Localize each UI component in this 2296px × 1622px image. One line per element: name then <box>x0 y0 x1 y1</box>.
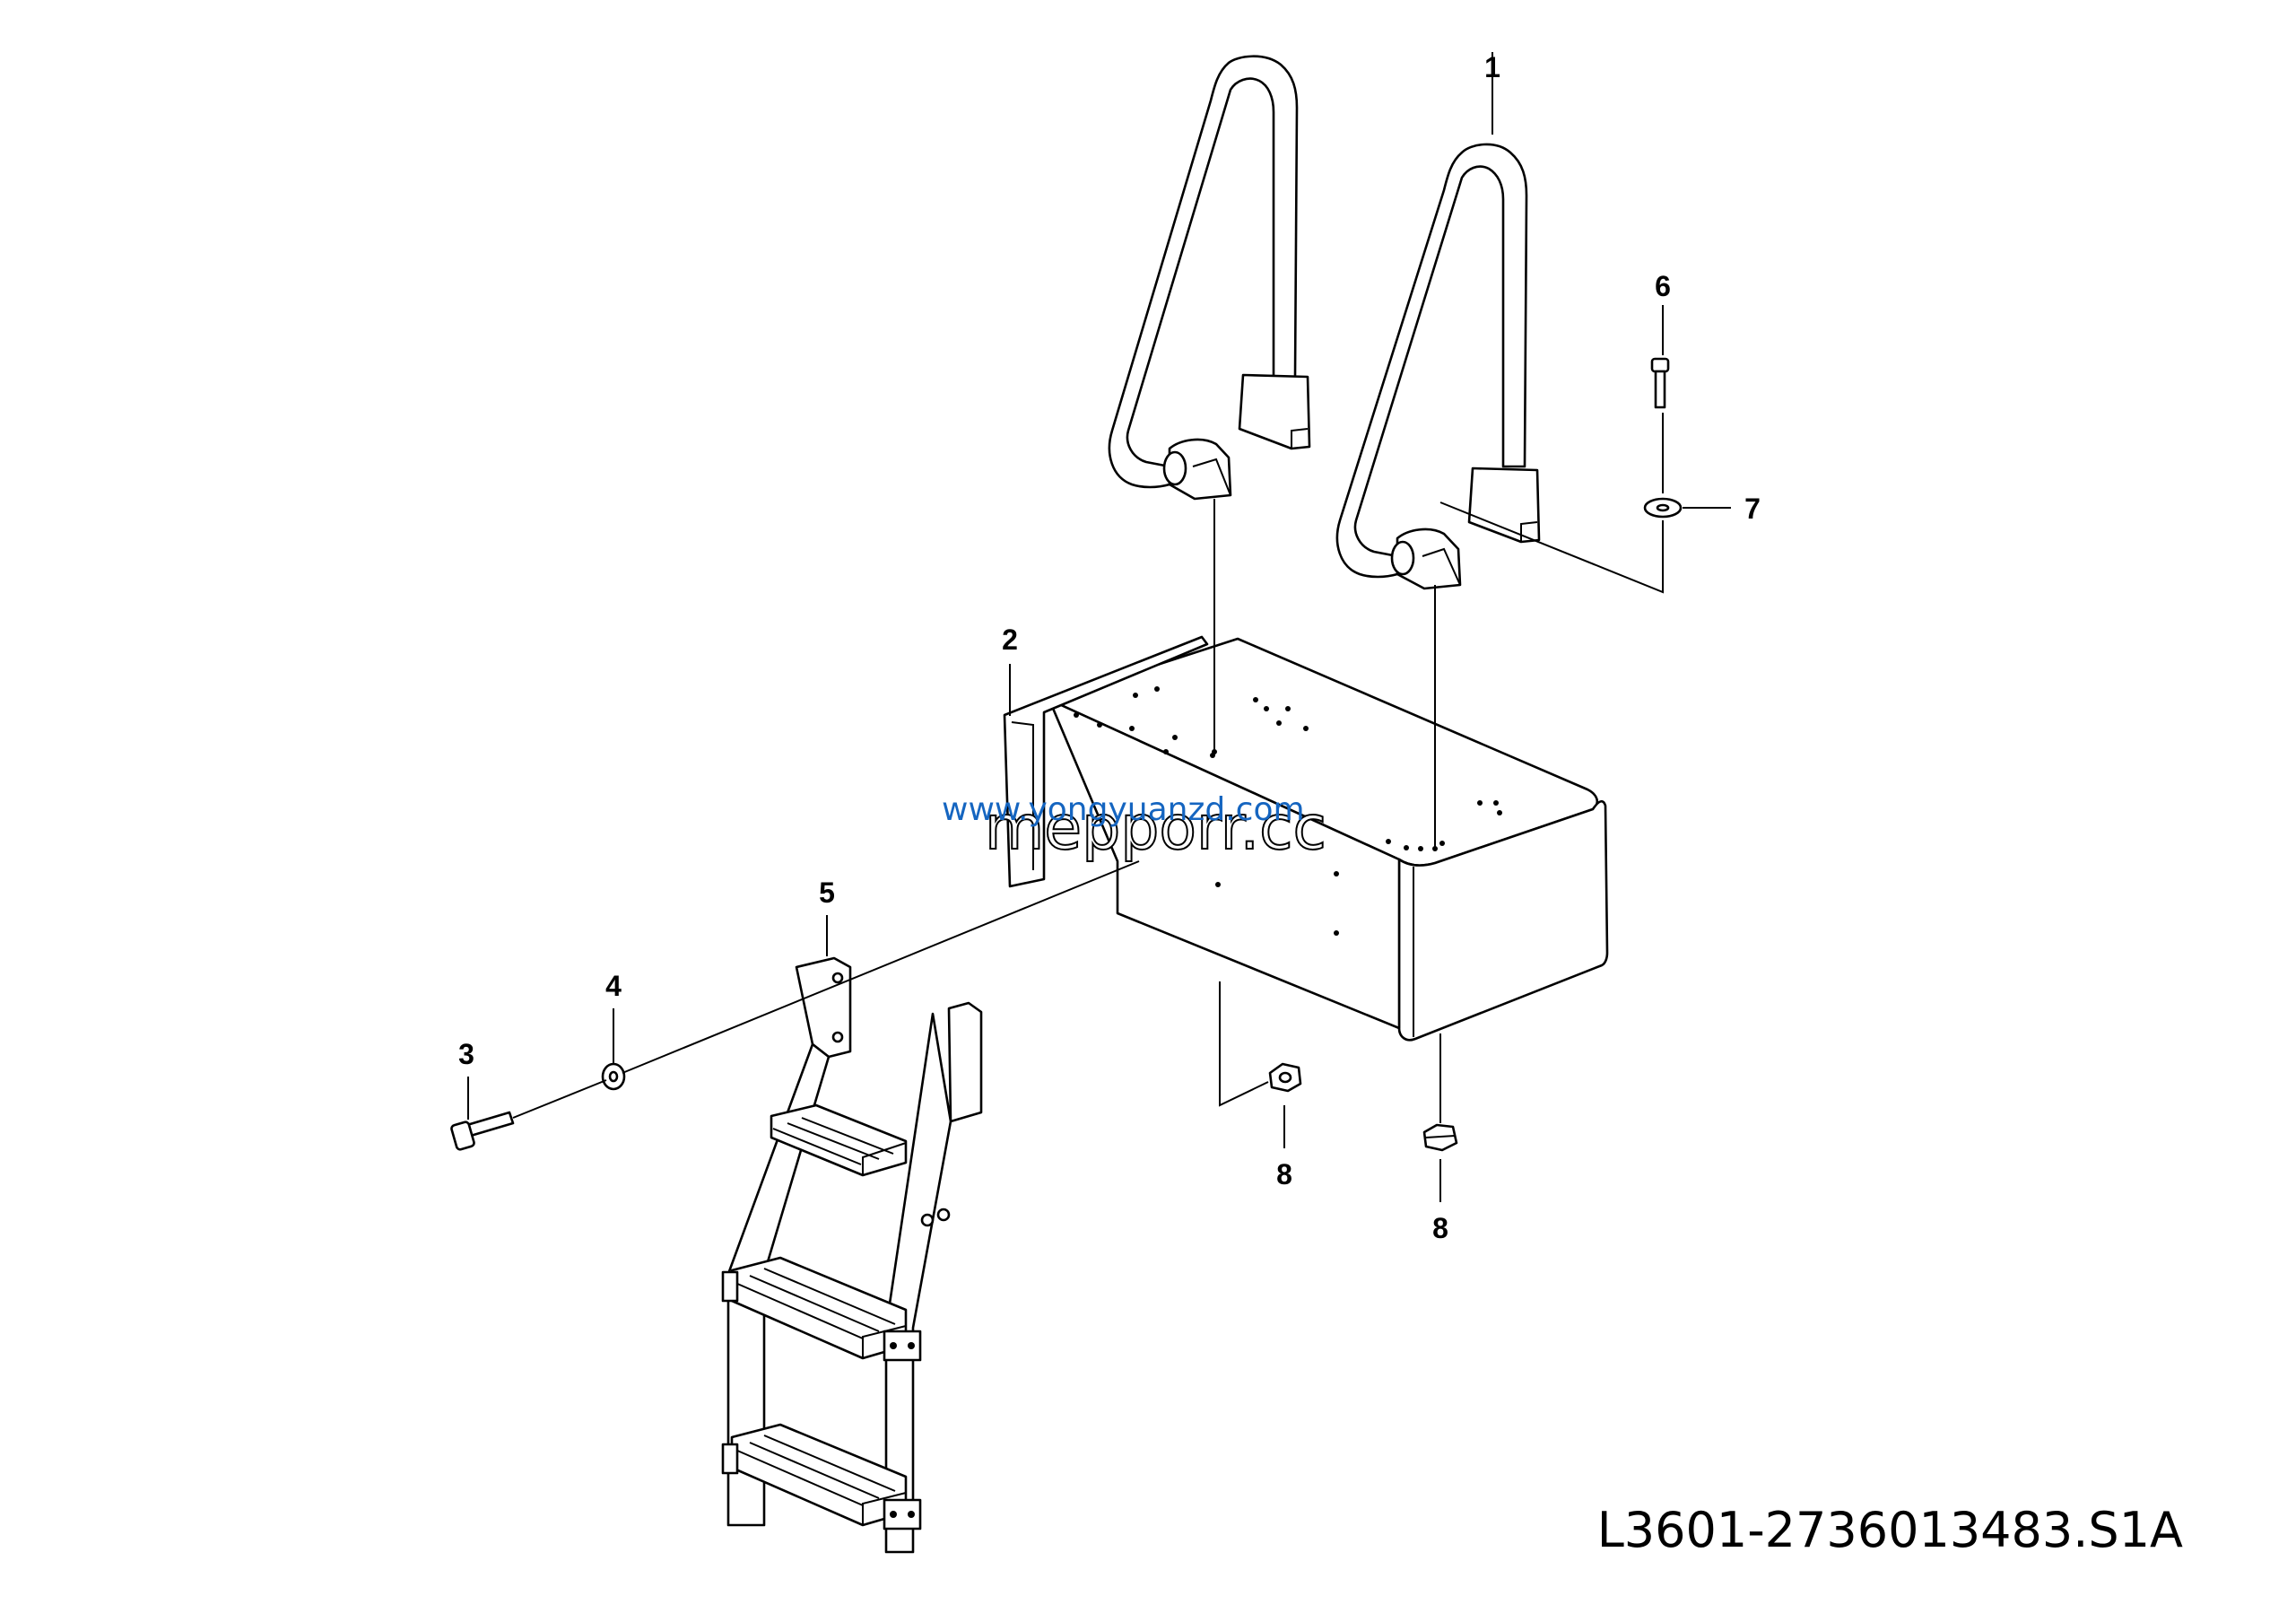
leader-lines <box>467 52 1731 1202</box>
callout-6: 6 <box>1655 270 1671 302</box>
callout-8-right: 8 <box>1432 1212 1448 1244</box>
nut-8-left <box>1268 1062 1302 1093</box>
handrail-right <box>1335 143 1541 590</box>
mounting-holes <box>1074 686 1502 936</box>
washer-4 <box>601 1062 626 1091</box>
callout-7: 7 <box>1744 493 1761 525</box>
callout-3: 3 <box>458 1038 474 1070</box>
callout-8-left: 8 <box>1276 1158 1292 1190</box>
ladder <box>721 956 983 1554</box>
watermark-brand: mepporr.cc <box>985 793 1326 864</box>
watermark-url: www.yongyuanzd.com <box>942 791 1305 828</box>
callout-2: 2 <box>1002 624 1018 656</box>
callout-4: 4 <box>605 970 622 1002</box>
callout-1: 1 <box>1484 51 1500 83</box>
bolt-6 <box>1650 357 1670 409</box>
nut-8-right <box>1422 1123 1458 1152</box>
drawing-code: L3601-2736013483.S1A <box>1597 1502 2183 1558</box>
handrail-left <box>1108 55 1311 501</box>
washer-7 <box>1643 497 1683 519</box>
callout-5: 5 <box>819 876 835 909</box>
step-box <box>1003 635 1609 1042</box>
bolt-3 <box>450 1111 515 1151</box>
